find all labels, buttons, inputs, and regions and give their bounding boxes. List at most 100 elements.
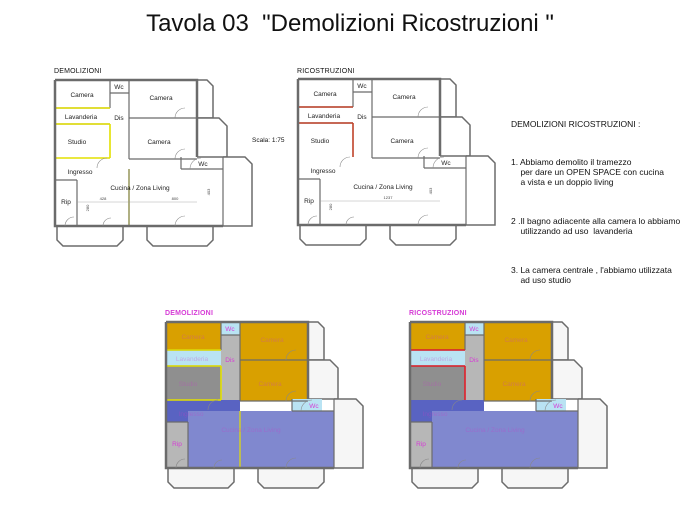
door-swing	[96, 157, 108, 169]
balcony	[223, 156, 253, 227]
balcony	[389, 224, 457, 246]
door-swing	[174, 107, 186, 119]
dimension-label: 403	[428, 187, 433, 194]
room-label-dis: Dis	[469, 357, 479, 364]
notes-heading: DEMOLIZIONI RICOSTRUZIONI :	[511, 119, 641, 129]
balcony	[501, 467, 569, 489]
room-label-studio: Studio	[423, 381, 442, 388]
room-fill-lavanderia	[410, 350, 465, 366]
plan-label-demolizioni-color: DEMOLIZIONI	[165, 310, 214, 317]
room-label-wc1: Wc	[114, 84, 124, 91]
room-label-lavanderia: Lavanderia	[176, 356, 209, 363]
room-label-wc2: Wc	[198, 161, 208, 168]
dimension-label: 800	[172, 196, 179, 201]
door-swing	[174, 148, 186, 160]
door-swing	[285, 457, 297, 469]
plan-label-ricostruzioni-color: RICOSTRUZIONI	[409, 310, 467, 317]
room-label-dis: Dis	[114, 115, 124, 122]
balcony	[552, 359, 583, 400]
room-fill-camera1	[166, 322, 221, 350]
room-label-camera2: Camera	[260, 337, 284, 344]
plan-label-demolizioni: DEMOLIZIONI	[54, 68, 102, 75]
room-label-cucina: Cucina / Zona Living	[221, 427, 281, 434]
balcony	[578, 398, 608, 469]
room-label-wc2: Wc	[441, 160, 451, 167]
door-swing	[300, 399, 313, 412]
room-label-ingresso: Ingresso	[423, 411, 448, 418]
note-item: 3. La camera centrale , l'abbiamo utiliz…	[511, 265, 672, 285]
door-swing	[529, 349, 541, 361]
balcony	[440, 78, 457, 118]
room-fill-studio	[410, 366, 465, 400]
room-label-rip: Rip	[416, 441, 426, 448]
room-label-cucina: Cucina / Zona Living	[353, 184, 413, 191]
balcony	[299, 224, 367, 246]
door-swing	[432, 156, 445, 169]
room-label-rip: Rip	[172, 441, 182, 448]
room-fill-lavanderia	[166, 350, 221, 366]
balcony	[334, 398, 364, 469]
outer-wall	[53, 78, 223, 228]
room-fill-camera2	[484, 322, 552, 360]
balcony	[308, 321, 325, 361]
outer-wall	[164, 320, 334, 470]
room-label-camera1: Camera	[70, 92, 94, 99]
room-label-cucina: Cucina / Zona Living	[465, 427, 525, 434]
room-label-cucina: Cucina / Zona Living	[110, 185, 170, 192]
balcony	[466, 155, 496, 226]
door-swing	[189, 157, 202, 170]
door-swing	[345, 216, 355, 226]
room-fill-dis	[221, 335, 240, 400]
room-label-camera2: Camera	[504, 337, 528, 344]
balcony	[146, 225, 214, 247]
room-fill-camera2	[240, 322, 308, 360]
door-swing	[339, 156, 351, 168]
page-title: Tavola 03 "Demolizioni Ricostruzioni "	[146, 10, 554, 37]
door-swing	[457, 459, 467, 469]
door-swing	[102, 217, 112, 227]
room-fill-studio	[166, 366, 221, 400]
balcony	[411, 467, 479, 489]
dimension-label: 403	[206, 188, 211, 195]
room-fill-camera3	[240, 360, 308, 401]
room-label-camera3: Camera	[258, 381, 282, 388]
outer-wall	[296, 77, 466, 227]
door-swing	[307, 215, 318, 226]
plan-label-ricostruzioni: RICOSTRUZIONI	[297, 68, 355, 75]
door-swing	[64, 216, 75, 227]
door-swing	[207, 399, 219, 411]
balcony	[552, 321, 569, 361]
room-label-camera3: Camera	[147, 139, 171, 146]
balcony	[56, 225, 124, 247]
door-swing	[417, 147, 429, 159]
room-fill-wc1	[221, 322, 240, 335]
room-label-rip: Rip	[61, 199, 71, 206]
door-swing	[417, 214, 429, 226]
room-label-wc1: Wc	[225, 326, 235, 333]
room-fill-living-extension	[308, 411, 334, 468]
room-label-wc2: Wc	[309, 403, 319, 410]
room-label-dis: Dis	[357, 114, 367, 121]
note-item: 1. Abbiamo demolito il tramezzo per dare…	[511, 157, 664, 187]
room-fill-rip	[410, 422, 432, 468]
room-label-lavanderia: Lavanderia	[420, 356, 453, 363]
door-swing	[529, 390, 541, 402]
room-label-camera3: Camera	[390, 138, 414, 145]
room-fill-wc2	[292, 399, 322, 411]
room-label-wc2: Wc	[553, 403, 563, 410]
room-label-camera1: Camera	[313, 91, 337, 98]
balcony	[257, 467, 325, 489]
room-label-camera2: Camera	[392, 94, 416, 101]
balcony	[197, 79, 214, 119]
room-label-ingresso: Ingresso	[68, 169, 93, 176]
dimension-label: 280	[328, 203, 333, 210]
dimension-label: 428	[100, 196, 107, 201]
room-label-camera1: Camera	[425, 334, 449, 341]
room-fill-camera1	[410, 322, 465, 350]
room-fill-dis	[465, 335, 484, 400]
room-fill-wc2	[536, 399, 566, 411]
